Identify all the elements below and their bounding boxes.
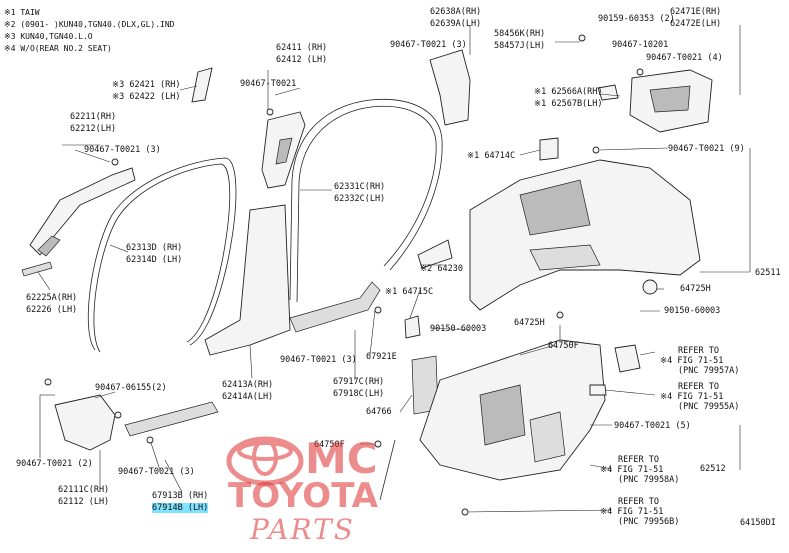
- refer-79958a-l3: (PNC 79958A): [618, 475, 680, 485]
- label-62639a[interactable]: 62639A(LH): [430, 19, 482, 29]
- part-62421: [191, 67, 213, 103]
- label-62413a[interactable]: 62413A(RH): [222, 380, 274, 390]
- refer-79957a-l2[interactable]: ※4 FIG 71-51: [660, 356, 724, 366]
- part-67917c: [289, 281, 381, 333]
- label-62566a[interactable]: ※1 62566A(RH): [534, 87, 603, 97]
- label-58457j[interactable]: 58457J(LH): [494, 41, 546, 51]
- label-62111c[interactable]: 62111C(RH): [58, 485, 110, 495]
- leader-lines: [37, 25, 751, 513]
- label-64766[interactable]: 64766: [366, 407, 392, 417]
- label-64725h-b[interactable]: 64725H: [514, 318, 545, 328]
- figure-code: 64150DI: [740, 518, 776, 528]
- label-90150-60003-b[interactable]: 90150-60003: [430, 324, 487, 334]
- label-90467-t0021-9[interactable]: 90467-T0021 (9): [668, 144, 745, 154]
- part-62111c: [54, 394, 116, 451]
- refer-79957a-l1: REFER TO: [678, 346, 719, 356]
- label-62567b[interactable]: ※1 62567B(LH): [534, 99, 603, 109]
- label-90467-t0021-5[interactable]: 90467-T0021 (5): [614, 421, 691, 431]
- label-62472e[interactable]: 62472E(LH): [670, 19, 722, 29]
- refer-79958a-l1: REFER TO: [618, 455, 659, 465]
- label-62314d[interactable]: 62314D (LH): [126, 255, 183, 265]
- label-67921e[interactable]: 67921E: [366, 352, 397, 362]
- label-90467-06155[interactable]: 90467-06155(2): [95, 383, 167, 393]
- note-1: ※1 TAIW: [4, 8, 40, 17]
- label-62411[interactable]: 62411 (RH): [276, 43, 328, 53]
- note-4: ※4 W/O(REAR NO.2 SEAT): [4, 44, 112, 53]
- label-64750f-b[interactable]: 64750F: [314, 440, 345, 450]
- label-90150-60003-a[interactable]: 90150-60003: [664, 306, 721, 316]
- label-90467-t0021-3b[interactable]: 90467-T0021 (3): [280, 355, 357, 365]
- label-62421[interactable]: ※3 62421 (RH): [112, 80, 181, 90]
- watermark-toyota: TOYOTA: [228, 476, 379, 516]
- label-90467-10201[interactable]: 90467-10201: [612, 40, 669, 50]
- label-90467-t0021-4[interactable]: 90467-T0021 (4): [646, 53, 723, 63]
- note-2: ※2 (0901- )KUN40,TGN40.(DLX,GL).IND: [4, 20, 175, 29]
- label-64725h[interactable]: 64725H: [680, 284, 711, 294]
- refer-79956b-l2[interactable]: ※4 FIG 71-51: [600, 507, 664, 517]
- label-90467-t0021-3c[interactable]: 90467-T0021 (3): [118, 467, 195, 477]
- part-64715c: [404, 315, 421, 339]
- label-62422[interactable]: ※3 62422 (LH): [112, 92, 181, 102]
- refer-79957a-l3: (PNC 79957A): [678, 366, 740, 376]
- refer-79956b-l3: (PNC 79956B): [618, 517, 680, 527]
- part-67913b: [124, 401, 219, 437]
- note-3: ※3 KUN40,TGN40.L.O: [4, 32, 93, 41]
- label-64714c[interactable]: ※1 64714C: [467, 151, 516, 161]
- label-62414a[interactable]: 62414A(LH): [222, 392, 274, 402]
- part-62413a: [204, 204, 291, 356]
- ref-bracket-79957a: [614, 344, 641, 373]
- label-90159-60353[interactable]: 90159-60353 (2): [598, 14, 675, 24]
- label-67918c[interactable]: 67918C(LH): [333, 389, 385, 399]
- label-62226[interactable]: 62226 (LH): [26, 305, 78, 315]
- label-90467-t0021-3a[interactable]: 90467-T0021 (3): [84, 145, 161, 155]
- part-64230: [417, 239, 453, 269]
- label-67913b[interactable]: 67913B (RH): [152, 491, 209, 501]
- label-67914b-highlighted[interactable]: 67914B (LH): [152, 503, 209, 513]
- toyota-logo-watermark: [226, 436, 304, 486]
- refer-79958a-l2[interactable]: ※4 FIG 71-51: [600, 465, 664, 475]
- label-62212[interactable]: 62212(LH): [70, 124, 117, 134]
- label-62112[interactable]: 62112 (LH): [58, 497, 110, 507]
- label-67917c[interactable]: 67917C(RH): [333, 377, 385, 387]
- label-62638a[interactable]: 62638A(RH): [430, 7, 482, 17]
- label-62225a[interactable]: 62225A(RH): [26, 293, 78, 303]
- label-64715c[interactable]: ※1 64715C: [385, 287, 434, 297]
- part-64725h: [642, 279, 658, 295]
- label-90467-t0021[interactable]: 90467-T0021: [240, 79, 297, 89]
- refer-79955a-l1: REFER TO: [678, 382, 719, 392]
- part-62225a: [21, 261, 53, 277]
- label-90467-t0021-3d[interactable]: 90467-T0021 (3): [390, 40, 467, 50]
- part-62638a: [429, 49, 471, 126]
- label-62211[interactable]: 62211(RH): [70, 112, 117, 122]
- label-62412[interactable]: 62412 (LH): [276, 55, 328, 65]
- refer-79955a-l2[interactable]: ※4 FIG 71-51: [660, 392, 724, 402]
- label-62512[interactable]: 62512: [700, 464, 726, 474]
- label-90467-t0021-2[interactable]: 90467-T0021 (2): [16, 459, 93, 469]
- refer-79956b-l1: REFER TO: [618, 497, 659, 507]
- label-62511[interactable]: 62511: [755, 268, 781, 278]
- label-62332c[interactable]: 62332C(LH): [334, 194, 386, 204]
- clips: [44, 34, 644, 516]
- label-62313d[interactable]: 62313D (RH): [126, 243, 183, 253]
- refer-79955a-l3: (PNC 79955A): [678, 402, 740, 412]
- part-64714c: [539, 137, 559, 161]
- ref-bracket-79955a: [589, 384, 607, 396]
- part-62511: [469, 159, 701, 311]
- watermark-mc: MC: [305, 434, 378, 483]
- part-62331c: [289, 98, 443, 301]
- watermark-parts: PARTS: [250, 513, 355, 546]
- label-58456k[interactable]: 58456K(RH): [494, 29, 546, 39]
- label-64750f[interactable]: 64750F: [548, 341, 579, 351]
- label-62331c[interactable]: 62331C(RH): [334, 182, 386, 192]
- label-62471e[interactable]: 62471E(RH): [670, 7, 722, 17]
- label-64230[interactable]: ※2 64230: [420, 264, 463, 274]
- part-62566a: [597, 84, 619, 101]
- part-62313d: [87, 157, 237, 351]
